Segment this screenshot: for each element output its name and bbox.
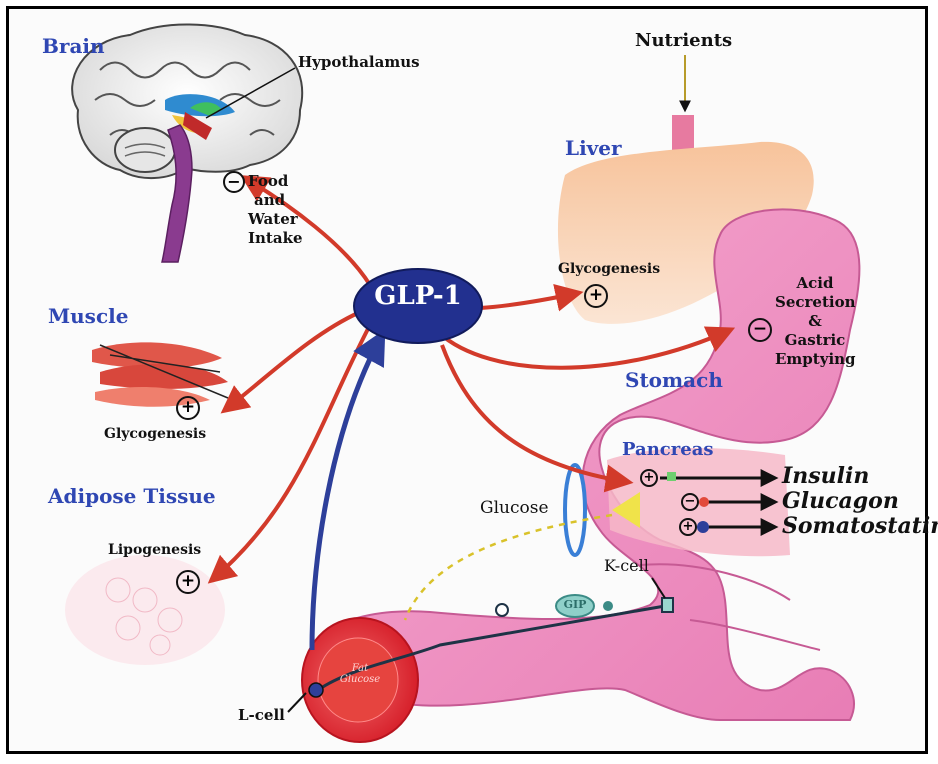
nutrients-label: Nutrients xyxy=(635,32,732,51)
liver-label: Liver xyxy=(565,138,622,159)
gastric-label: Gastric xyxy=(775,333,855,349)
arrow-to-stomach xyxy=(438,330,730,368)
secretion-label: Secretion xyxy=(775,295,855,311)
adipose-illustration xyxy=(65,555,225,665)
arrow-to-adipose xyxy=(212,325,370,580)
plus-icon: + xyxy=(176,396,200,420)
glucose-ring xyxy=(565,465,585,555)
insulin-plus: + xyxy=(640,468,658,487)
adipose-plus: + xyxy=(176,570,200,594)
plus-icon: + xyxy=(584,284,608,308)
emptying-label: Emptying xyxy=(775,352,855,368)
arrow-to-muscle xyxy=(225,312,360,410)
muscle-glycogenesis-label: Glycogenesis xyxy=(104,427,206,442)
glp1-label: GLP-1 xyxy=(361,283,475,310)
liver-glycogenesis-label: Glycogenesis xyxy=(558,262,660,277)
arrow-to-liver xyxy=(480,293,578,308)
minus-icon: − xyxy=(748,318,772,342)
beta-cell-marker xyxy=(667,472,676,481)
muscle-illustration xyxy=(92,342,228,406)
connector-node xyxy=(496,604,508,616)
pancreas-label: Pancreas xyxy=(622,441,714,460)
brain-label: Brain xyxy=(42,36,105,57)
hypothalamus-label: Hypothalamus xyxy=(298,55,420,71)
k-cell-label: K-cell xyxy=(604,558,649,575)
food-label: Food xyxy=(248,174,288,190)
water-label: Water xyxy=(248,212,298,228)
plus-icon: + xyxy=(679,518,697,536)
plus-icon: + xyxy=(176,570,200,594)
minus-icon: − xyxy=(223,171,245,193)
somatostatin-plus: + xyxy=(679,517,697,536)
ampersand-label: & xyxy=(775,314,855,330)
muscle-label: Muscle xyxy=(48,306,128,327)
acid-label: Acid xyxy=(775,276,855,292)
glucagon-label: Glucagon xyxy=(782,490,899,513)
l-cell-pointer xyxy=(288,693,306,712)
acid-secretion-minus: − xyxy=(748,318,772,342)
plus-icon: + xyxy=(640,469,658,487)
k-cell-marker xyxy=(662,598,673,612)
glucose-label: Glucose xyxy=(480,500,549,518)
and-label: and xyxy=(254,193,285,209)
gip-node xyxy=(603,601,613,611)
gip-label: GIP xyxy=(562,599,588,611)
l-cell-secretion-arrow xyxy=(312,335,382,650)
glucagon-minus: − xyxy=(681,492,699,511)
delta-cell-marker xyxy=(697,521,709,533)
somatostatin-label: Somatostatin xyxy=(782,515,938,538)
lipogenesis-label: Lipogenesis xyxy=(108,543,201,558)
l-cell-marker xyxy=(309,683,323,697)
muscle-plus: + xyxy=(176,396,200,420)
intake-label: Intake xyxy=(248,231,303,247)
insulin-label: Insulin xyxy=(782,465,869,488)
liver-plus: + xyxy=(584,284,608,308)
alpha-cell-marker xyxy=(699,497,709,507)
stomach-label: Stomach xyxy=(625,370,723,391)
adipose-label: Adipose Tissue xyxy=(48,486,216,507)
lumen-nutrient-label: Fat Glucose xyxy=(330,664,390,685)
food-intake-minus: − xyxy=(223,171,245,193)
minus-icon: − xyxy=(681,493,699,511)
l-cell-label: L-cell xyxy=(238,708,285,724)
